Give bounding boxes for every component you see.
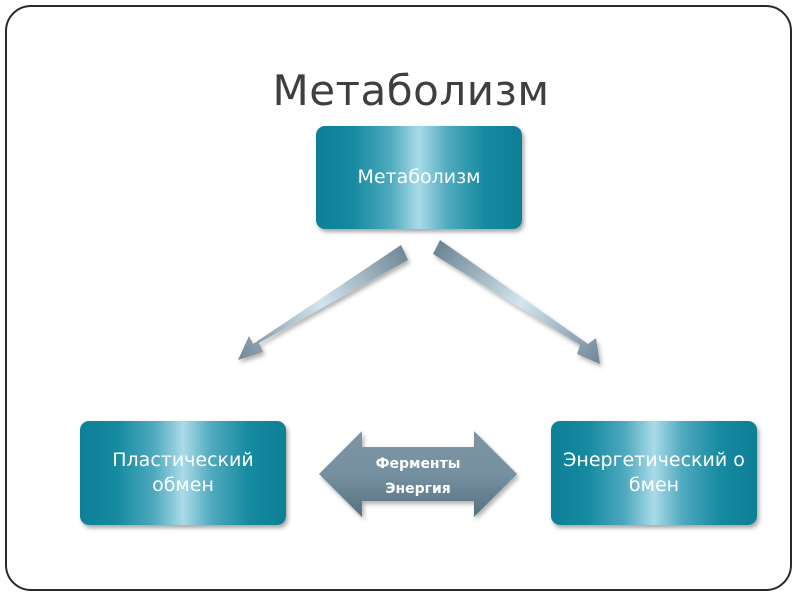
- slide-title: Метаболизм: [272, 66, 550, 115]
- energy-exchange-label: Энергетический обмен: [563, 449, 745, 496]
- double-arrow: [319, 431, 517, 517]
- metabolism-box-label: Метаболизм: [357, 166, 481, 188]
- plastic-exchange-label: Пластический обмен: [112, 449, 254, 496]
- energy-exchange-box: Энергетический обмен: [551, 421, 757, 525]
- arrow-to-plastic: [238, 245, 408, 360]
- metabolism-box: Метаболизм: [316, 126, 522, 229]
- double-arrow-label-energy: Энергия: [385, 481, 451, 497]
- double-arrow-label-enzymes: Ферменты: [375, 456, 461, 472]
- plastic-exchange-box: Пластический обмен: [80, 421, 286, 525]
- arrow-to-energy: [433, 240, 600, 364]
